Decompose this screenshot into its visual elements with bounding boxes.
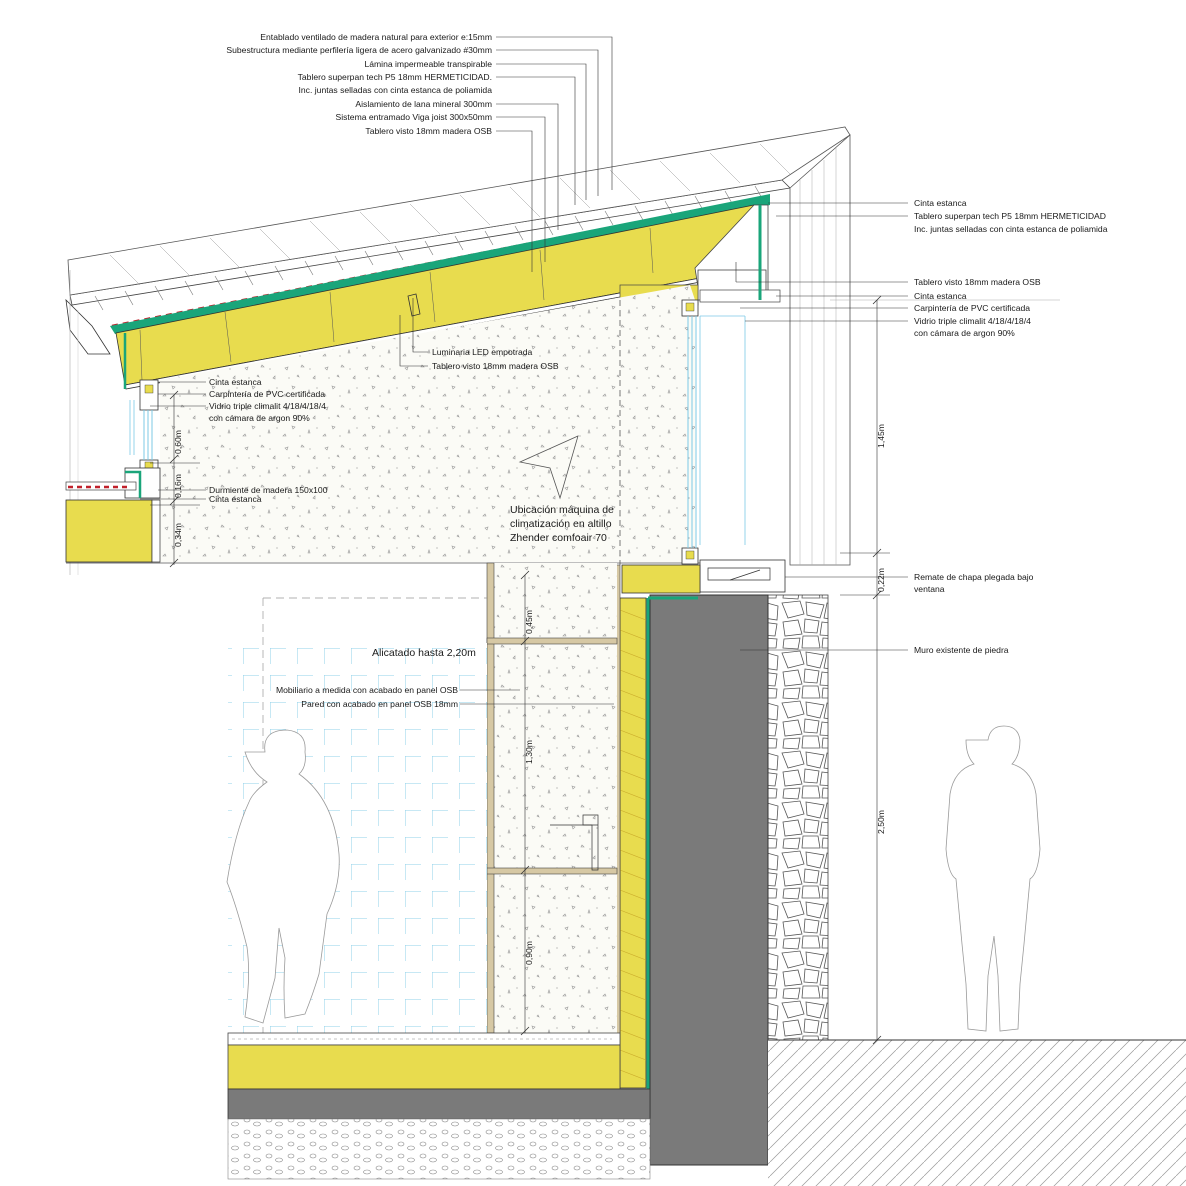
- roof-callout-8: Tablero visto 18mm madera OSB: [365, 126, 492, 136]
- dim-left-060: 0,60m: [173, 430, 183, 454]
- tile-height-note: Alicatado hasta 2,20m: [372, 647, 476, 659]
- right-callout-3: Inc. juntas selladas con cinta estanca d…: [914, 224, 1108, 234]
- interior-space: [160, 285, 700, 565]
- right-callout-2: Tablero superpan tech P5 18mm HERMETICID…: [914, 211, 1106, 221]
- wall-panel-note: Pared con acabado en panel OSB 18mm: [301, 699, 458, 709]
- right-callout-4: Tablero visto 18mm madera OSB: [914, 277, 1041, 287]
- dim-shelf-045: 0,45m: [524, 610, 534, 634]
- floor-build-up: [227, 1032, 651, 1180]
- left-callout-3: Vidrio triple climalit 4/18/4/18/4: [209, 401, 326, 411]
- dimension-lines: [150, 295, 890, 1045]
- furniture-note: Mobiliario a medida con acabado en panel…: [276, 685, 458, 695]
- built-in-furniture: [486, 562, 618, 1034]
- left-wall-window: [65, 270, 161, 575]
- roof-callout-6: Aislamiento de lana mineral 300mm: [355, 99, 492, 109]
- dim-left-016: 0,16m: [173, 474, 183, 498]
- right-callout-1: Cinta estanca: [914, 198, 967, 208]
- roof-callout-1: Entablado ventilado de madera natural pa…: [260, 32, 492, 42]
- left-callout-6: Cinta estanca: [209, 494, 262, 504]
- dimension-texts: 0,60m 0,16m 0,34m 1,45m 0,22m 2,50m 0,45…: [173, 424, 886, 965]
- right-callout-11: Muro existente de piedra: [914, 645, 1009, 655]
- right-callout-5: Cinta estanca: [914, 291, 967, 301]
- roof-callout-2: Subestructura mediante perfilería ligera…: [226, 45, 492, 55]
- left-callouts: Cinta estanca Carpintería de PVC certifi…: [209, 377, 328, 504]
- machine-note-2: climatización en altillo: [510, 518, 612, 530]
- machine-note-3: Zhender comfoair 70: [510, 532, 607, 544]
- left-callout-1: Cinta estanca: [209, 377, 262, 387]
- leader-lines: [140, 36, 908, 705]
- center-callout-osb: Tablero visto 18mm madera OSB: [432, 361, 559, 371]
- left-callout-2: Carpintería de PVC certificada: [209, 389, 325, 399]
- roof-callout-4: Tablero superpan tech P5 18mm HERMETICID…: [298, 72, 492, 82]
- roof-callout-7: Sistema entramado Viga joist 300x50mm: [335, 112, 492, 122]
- dim-left-034: 0,34m: [173, 523, 183, 547]
- dim-right-022: 0,22m: [876, 568, 886, 592]
- right-callouts: Cinta estanca Tablero superpan tech P5 1…: [914, 198, 1108, 655]
- roof-callout-3: Lámina impermeable transpirable: [364, 59, 492, 69]
- left-callout-5: Durmiente de madera 150x100: [209, 485, 328, 495]
- right-callout-6: Carpintería de PVC certificada: [914, 303, 1030, 313]
- dim-shelf-130: 1,30m: [524, 740, 534, 764]
- machine-note-1: Ubicación máquina de: [510, 504, 614, 516]
- dim-right-250: 2,50m: [876, 810, 886, 834]
- dim-shelf-090: 0,90m: [524, 941, 534, 965]
- dim-right-145: 1,45m: [876, 424, 886, 448]
- tiled-wall: [226, 597, 487, 1033]
- right-callout-10: ventana: [914, 584, 945, 594]
- right-callout-7: Vidrio triple climalit 4/18/4/18/4: [914, 316, 1031, 326]
- right-callout-8: con cámara de argon 90%: [914, 328, 1015, 338]
- right-window: [621, 299, 786, 594]
- roof-callouts: Entablado ventilado de madera natural pa…: [226, 32, 492, 136]
- exterior: [768, 299, 1186, 1186]
- center-callouts: Luminaria LED empotrada Tablero visto 18…: [276, 347, 614, 709]
- roof-callout-5: Inc. juntas selladas con cinta estanca d…: [299, 85, 493, 95]
- right-callout-9: Remate de chapa plegada bajo: [914, 572, 1034, 582]
- center-callout-led: Luminaria LED empotrada: [432, 347, 533, 357]
- left-callout-4: con cámara de argon 90%: [209, 413, 310, 423]
